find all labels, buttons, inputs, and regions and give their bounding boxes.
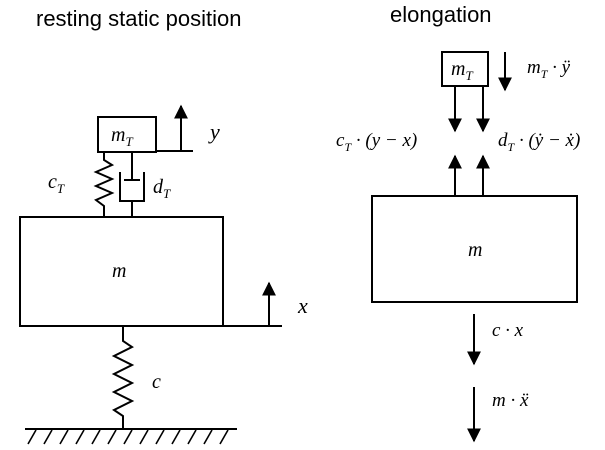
right-top-inertia-label: mT · ÿ xyxy=(527,57,571,81)
right-force-damper-top-label: dT · (ẏ − ẋ) xyxy=(498,130,580,154)
left-x-label: x xyxy=(297,293,308,318)
left-title: resting static position xyxy=(36,6,241,31)
right-force-spring-top-label: cT · (y − x) xyxy=(336,130,417,154)
left-spring-bottom xyxy=(111,327,135,428)
right-main-mass-box xyxy=(371,195,578,303)
left-top-mass-box xyxy=(97,116,157,153)
left-damper-label: dT xyxy=(153,176,171,201)
left-spring-bottom-label: c xyxy=(152,371,161,393)
left-spring-top-label: cT xyxy=(48,171,65,196)
right-top-mass-label: mT xyxy=(451,58,473,83)
left-main-mass-box xyxy=(19,216,224,327)
ground-hatching xyxy=(27,429,229,445)
right-top-mass-box xyxy=(441,51,489,87)
left-top-mass-label: mT xyxy=(111,124,133,149)
right-title: elongation xyxy=(390,2,492,27)
left-main-mass-label: m xyxy=(112,260,126,282)
right-force-spring-bottom-label: c · x xyxy=(492,320,524,341)
right-force-inertia-main-label: m · ẍ xyxy=(492,390,529,411)
right-main-mass-label: m xyxy=(468,239,482,261)
left-y-label: y xyxy=(208,119,220,144)
left-spring-top xyxy=(93,152,115,216)
